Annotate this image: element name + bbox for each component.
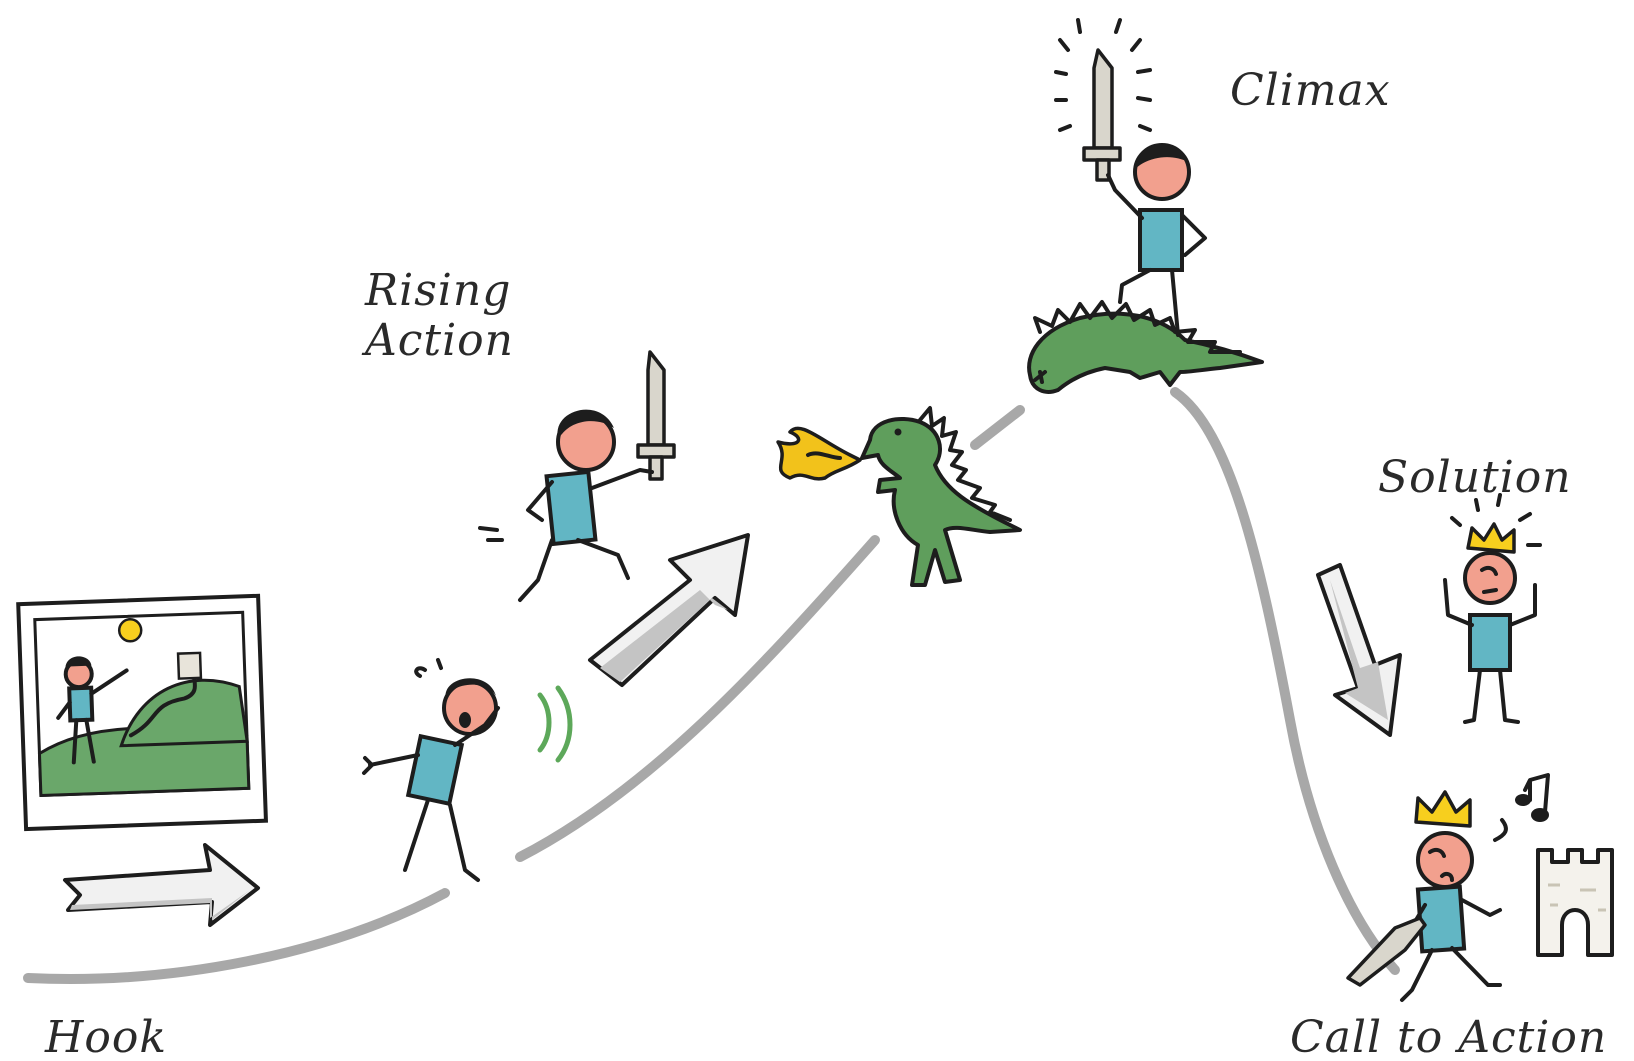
hook-label: Hook (44, 1012, 167, 1061)
solution-down-arrow-icon (1316, 563, 1402, 737)
hook-forward-arrow-icon (63, 843, 260, 927)
solution-label: Solution (1378, 452, 1572, 503)
defeated-dragon-figure (1027, 300, 1264, 394)
rising-action-label-line1: Rising (364, 265, 511, 316)
fire-breath-icon (776, 426, 862, 481)
running-hero-figure (478, 350, 676, 602)
call-to-action-label: Call to Action (1290, 1012, 1607, 1061)
marching-king-figure (1346, 773, 1550, 1002)
story-arc-path (23, 387, 1400, 984)
rising-arrow-icon (588, 533, 750, 687)
scared-hero-figure (362, 658, 573, 882)
climax-label: Climax (1230, 65, 1391, 116)
rising-action-label-line2: Action (361, 315, 514, 366)
victorious-hero-figure (1054, 18, 1207, 337)
crowned-hero-celebrating-figure (1443, 493, 1542, 724)
standing-dragon-figure (860, 406, 1022, 587)
hook-picture-icon (16, 593, 269, 832)
castle-icon (1536, 848, 1614, 957)
